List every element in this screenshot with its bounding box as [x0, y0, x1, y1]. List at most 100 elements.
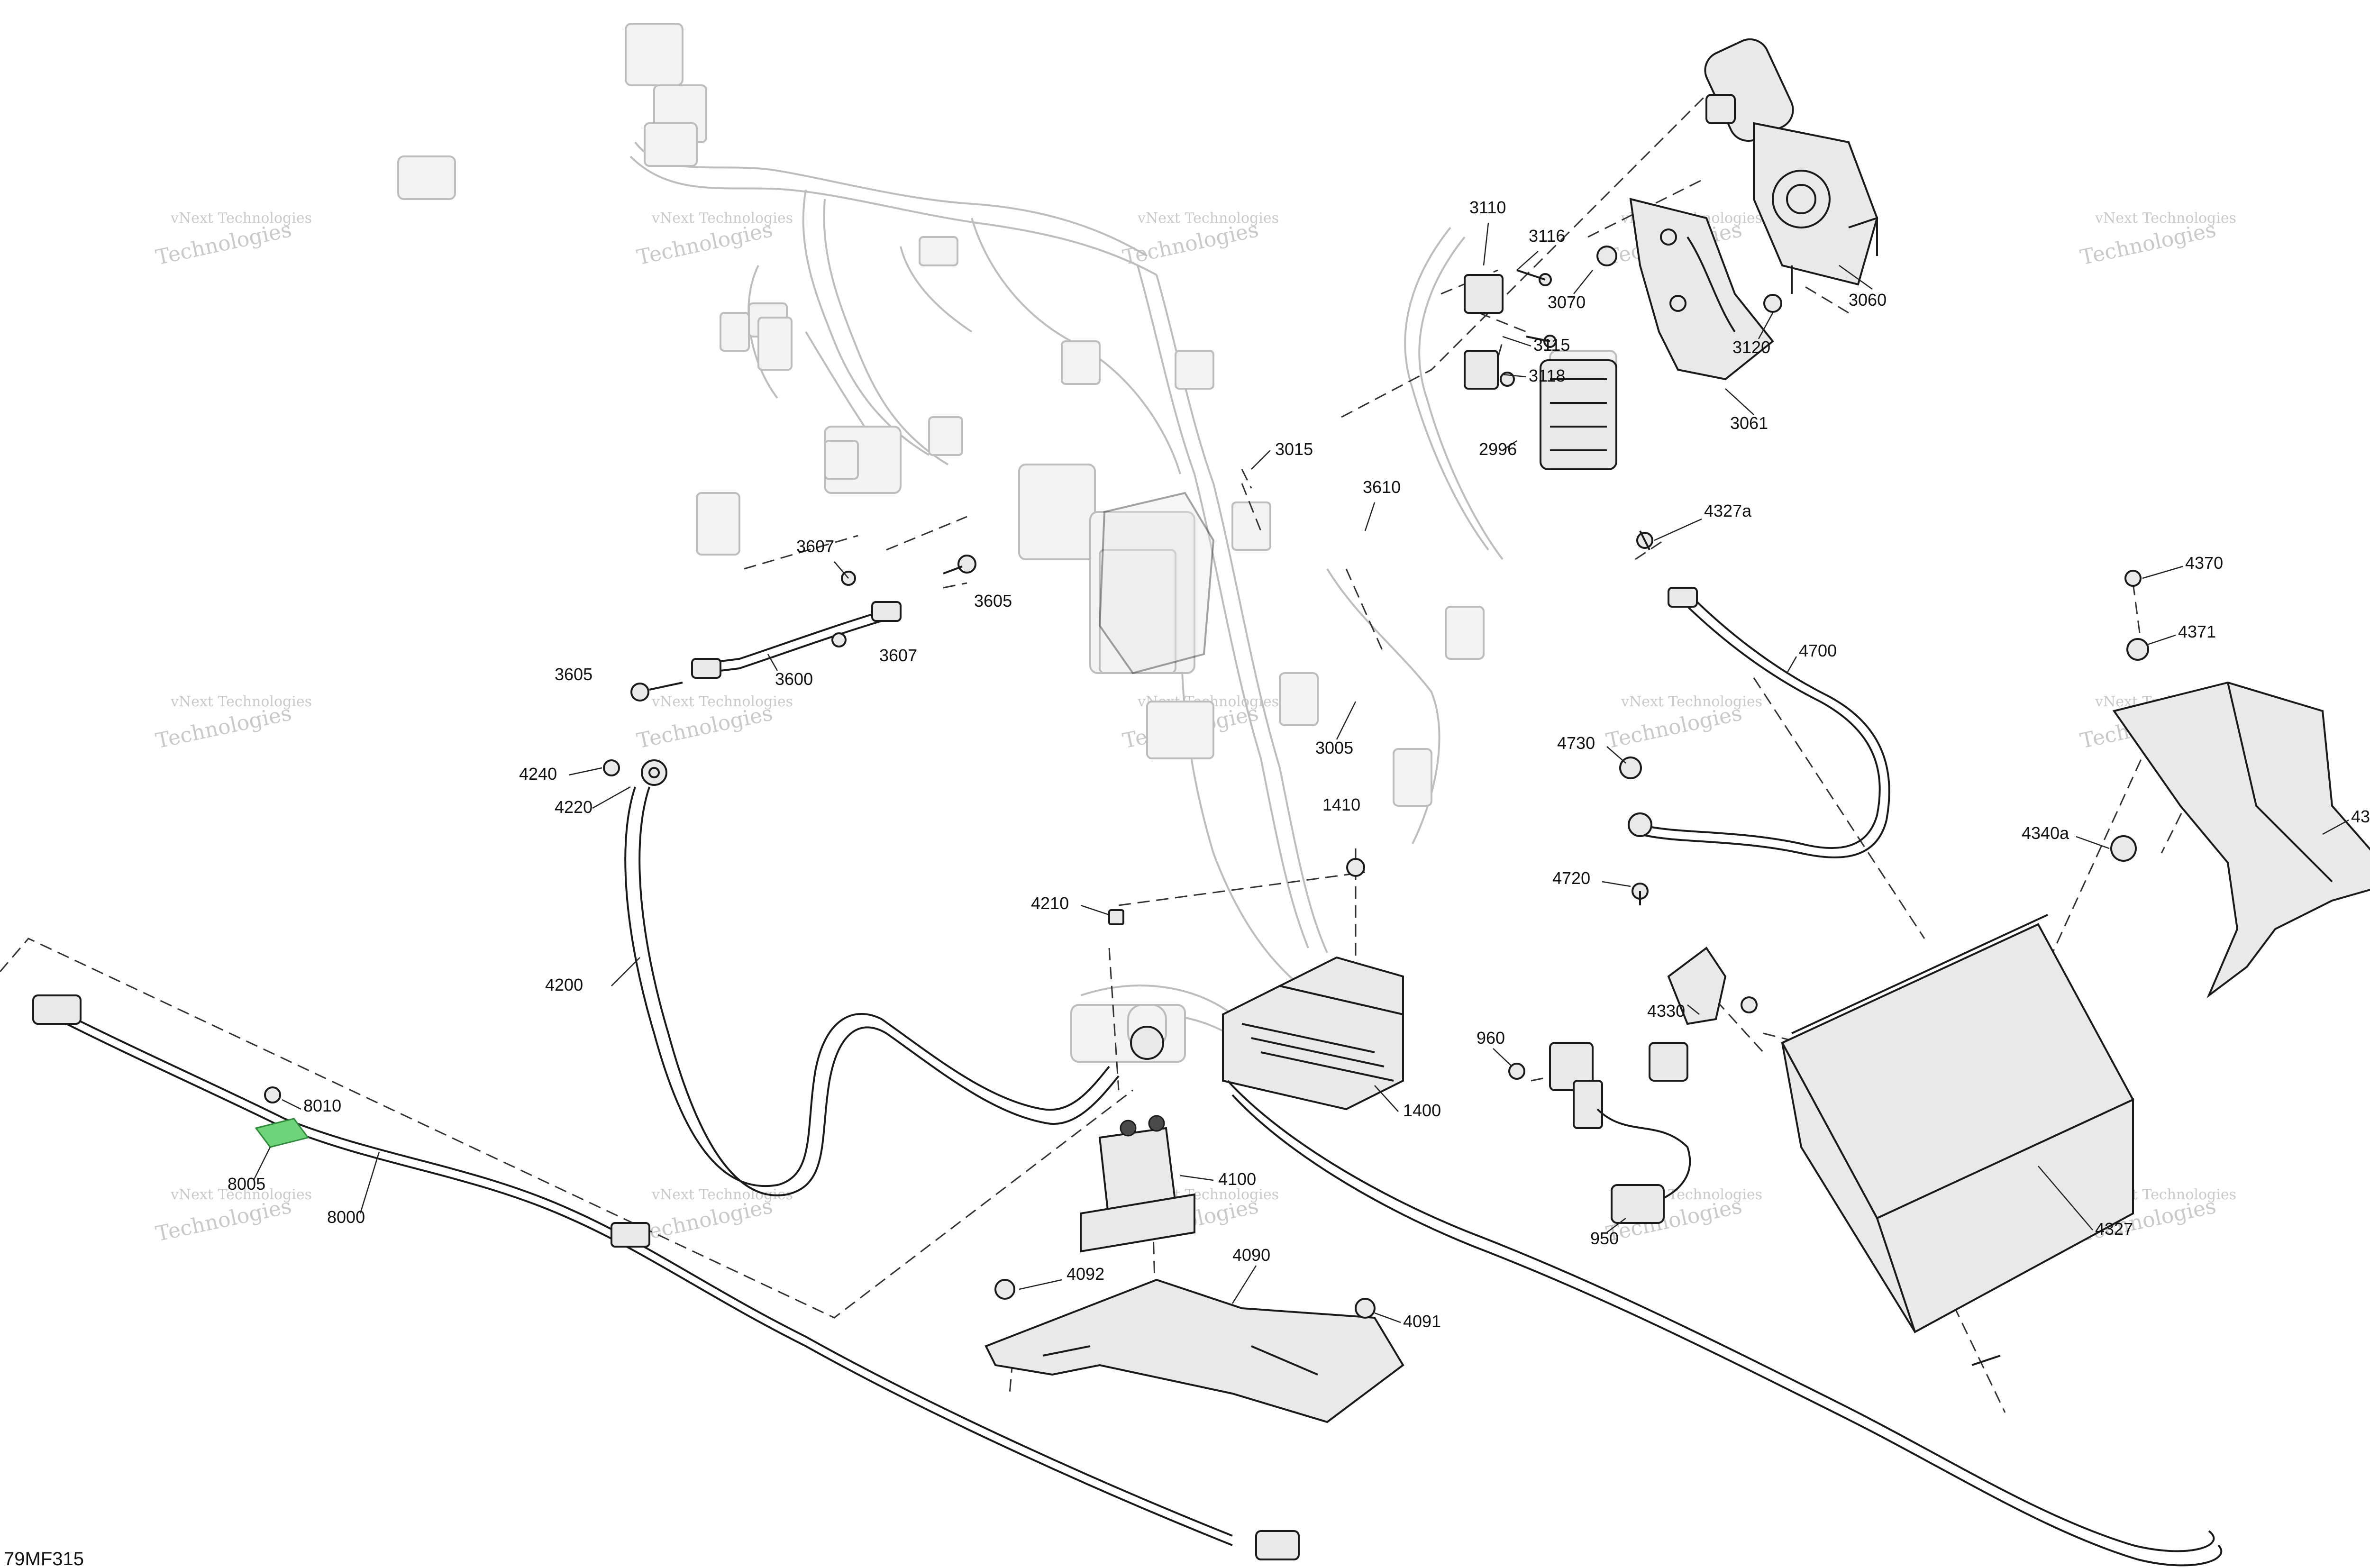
callout-950: 950	[1590, 1229, 1619, 1248]
svg-text:vNext Technologies: vNext Technologies	[651, 693, 793, 710]
callout-4100: 4100	[1218, 1169, 1256, 1189]
callout-4327a: 4327a	[1704, 501, 1752, 520]
callout-4210: 4210	[1031, 893, 1069, 913]
callout-3060: 3060	[1849, 290, 1887, 310]
svg-text:vNext Technologies: vNext Technologies	[1621, 693, 1762, 710]
leader-3061	[1725, 388, 1754, 415]
leader-4371	[2147, 634, 2176, 646]
leader-4200	[611, 957, 640, 986]
ground-cable-3600	[630, 555, 976, 702]
callout-4090: 4090	[1232, 1245, 1270, 1265]
callout-3607-secondary: 3607	[879, 646, 917, 665]
starter-solenoid-4100	[1080, 909, 1195, 1253]
leader-4720	[1602, 881, 1631, 887]
engine-control-module	[1098, 492, 1215, 675]
battery-4327	[1781, 914, 2134, 1333]
main-wiring-harness-ghost	[397, 23, 1617, 1063]
harness-950-960	[1508, 1042, 1691, 1224]
callout-4340: 4340	[2351, 807, 2370, 826]
leader-3005	[1336, 701, 1357, 740]
starter-motor-assembly	[1704, 38, 1878, 294]
callout-960: 960	[1477, 1028, 1505, 1048]
leader-3120	[1758, 312, 1774, 339]
callout-3607: 3607	[796, 537, 834, 556]
callout-3015: 3015	[1275, 439, 1313, 459]
leader-8010	[282, 1099, 301, 1110]
leader-4092	[1019, 1279, 1062, 1290]
leader-2996	[1502, 440, 1517, 451]
leader-3607	[834, 561, 849, 579]
callout-3600: 3600	[775, 669, 813, 689]
callout-3005: 3005	[1315, 738, 1353, 757]
callout-3070: 3070	[1548, 292, 1586, 312]
output-harness	[1227, 1080, 2223, 1567]
leader-8000	[359, 1151, 380, 1214]
terminal-cover-4330	[1667, 947, 1758, 1025]
leader-4730	[1606, 746, 1626, 764]
callout-3061: 3061	[1730, 413, 1768, 433]
leader-3070	[1573, 270, 1593, 294]
svg-text:vNext Technologies: vNext Technologies	[170, 693, 312, 710]
callout-8000: 8000	[327, 1207, 365, 1227]
leader-3600	[767, 654, 778, 671]
leader-3060	[1839, 264, 1873, 290]
svg-text:vNext Technologies: vNext Technologies	[170, 210, 312, 227]
svg-text:vNext Technologies: vNext Technologies	[1137, 210, 1279, 227]
callout-3120: 3120	[1732, 337, 1770, 357]
callout-3605: 3605	[974, 591, 1012, 611]
leader-4091	[1374, 1312, 1401, 1323]
leader-4340a	[2076, 836, 2110, 849]
leader-1400	[1374, 1085, 1399, 1112]
callout-4340a: 4340a	[2022, 823, 2069, 843]
leader-8005	[253, 1147, 271, 1181]
callout-4092: 4092	[1066, 1264, 1104, 1284]
callout-4370: 4370	[2185, 553, 2223, 573]
leader-4370	[2142, 565, 2183, 579]
callout-4371: 4371	[2178, 622, 2216, 641]
callout-1400: 1400	[1403, 1101, 1441, 1120]
solenoid-bracket-4090	[984, 1278, 1404, 1423]
callout-3118: 3118	[1529, 366, 1565, 385]
leader-4330	[1687, 1004, 1700, 1015]
leader-4327a	[1654, 518, 1702, 541]
svg-text:vNext Technologies: vNext Technologies	[2095, 210, 2236, 227]
callout-4730: 4730	[1557, 733, 1595, 753]
callout-2996: 2996	[1479, 439, 1517, 459]
leader-4327	[2038, 1166, 2093, 1231]
voltage-regulator-1400	[1222, 858, 1404, 1111]
relay-module-3110	[1464, 274, 1617, 470]
callout-8005: 8005	[228, 1174, 265, 1194]
callout-4091: 4091	[1403, 1312, 1441, 1331]
battery-bracket-4340	[2110, 570, 2370, 999]
callout-4240: 4240	[519, 764, 557, 784]
callout-1410: 1410	[1322, 795, 1360, 814]
leader-4340	[2322, 819, 2349, 835]
ground-wire-8000	[32, 994, 1300, 1560]
leader-3118	[1502, 374, 1527, 378]
callout-3605-secondary: 3605	[555, 665, 592, 684]
leader-4100	[1180, 1175, 1214, 1181]
leader-4240	[568, 767, 602, 776]
leader-3115	[1502, 336, 1531, 347]
callout-4330: 4330	[1647, 1001, 1685, 1021]
svg-text:vNext Technologies: vNext Technologies	[170, 1186, 312, 1203]
callout-3610: 3610	[1363, 477, 1401, 497]
callout-leader-lines	[253, 222, 2349, 1323]
svg-text:vNext Technologies: vNext Technologies	[651, 210, 793, 227]
battery-cable-4700	[1619, 530, 1890, 905]
bracket-3061	[1629, 198, 1774, 381]
battery-cable-4200	[603, 759, 1120, 1196]
callout-4200: 4200	[545, 975, 583, 994]
leader-4220	[592, 786, 631, 809]
highlighted-clip-8005	[255, 1118, 310, 1148]
